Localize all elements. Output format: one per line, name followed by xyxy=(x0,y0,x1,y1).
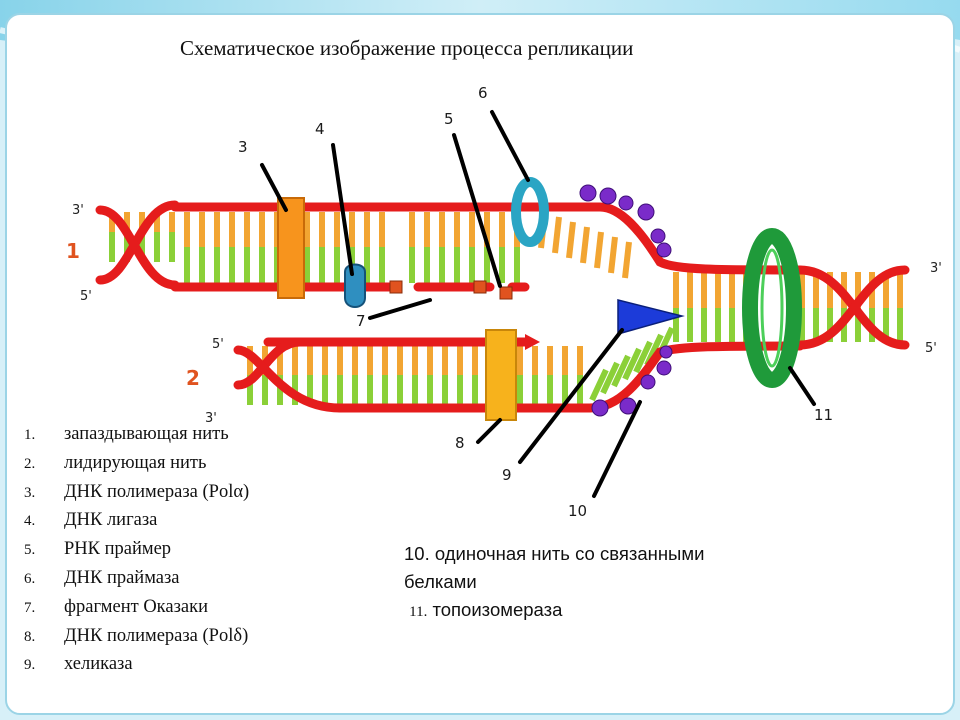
backbone-left-helix-d xyxy=(233,345,345,413)
legend-continued: 10. одиночная нить со связанными белками… xyxy=(404,540,824,626)
rna-primer xyxy=(499,286,513,300)
base-pair-rung xyxy=(611,354,631,388)
backbone-left-helix-c xyxy=(233,337,305,390)
legend-item: 3.ДНК полимераза (Polα) xyxy=(24,481,250,502)
base-pair-rung xyxy=(622,347,642,381)
legend-item: 8.ДНК полимераза (Polδ) xyxy=(24,625,249,646)
strand-label-1: 1 xyxy=(66,239,80,263)
legend-item: 7.фрагмент Оказаки xyxy=(24,596,209,617)
legend-item: 6.ДНК праймаза xyxy=(24,567,180,588)
topoisomerase-inner xyxy=(760,248,784,368)
end-label-left-bot-5: 5' xyxy=(212,337,224,352)
polymerase-alpha-icon xyxy=(277,197,305,299)
ssb-proteins-icon xyxy=(579,184,673,417)
base-pair-rung xyxy=(594,231,604,269)
base-pair-rung xyxy=(589,368,609,402)
callout-6: 6 xyxy=(478,84,488,102)
legend-item-11-text: топоизомераза xyxy=(432,599,563,620)
slide-title: Схематическое изображение процесса репли… xyxy=(180,36,634,60)
callout-3: 3 xyxy=(238,138,248,156)
base-pair-rung xyxy=(633,340,653,374)
legend-item: 9.хеликаза xyxy=(24,654,133,675)
topoisomerase-icon xyxy=(742,228,802,388)
legend-item-10-line1: 10. одиночная нить со связанными xyxy=(404,543,705,564)
rna-primer xyxy=(389,280,403,294)
end-label-right-3: 3' xyxy=(930,261,942,276)
legend-item-10-line2: белками xyxy=(404,571,477,592)
polymerase-delta-icon xyxy=(485,329,517,421)
helicase-icon xyxy=(617,299,685,335)
rna-primer xyxy=(473,280,487,294)
base-pair-rung xyxy=(600,361,620,395)
callout-5: 5 xyxy=(444,110,454,128)
end-label-right-5: 5' xyxy=(925,341,937,356)
backbone-top-strand xyxy=(170,202,805,275)
ligase-icon xyxy=(344,263,366,308)
legend-item: 5.РНК праймер xyxy=(24,539,172,560)
legend-list: 1.запаздывающая нить 2.лидирующая нить 3… xyxy=(24,420,249,679)
base-pair-rung xyxy=(608,236,618,274)
end-label-left-top-3: 3' xyxy=(72,203,84,218)
callout-10: 10 xyxy=(568,502,587,520)
backbone-left-helix-b xyxy=(95,205,180,290)
base-pair-rung xyxy=(566,221,576,259)
callout-4: 4 xyxy=(315,120,325,138)
callout-9: 9 xyxy=(502,466,512,484)
callout-lines xyxy=(260,110,816,498)
leading-strand-arrow xyxy=(525,334,540,350)
end-label-left-top-5: 5' xyxy=(80,289,92,304)
legend-item-11: 11. топоизомераза xyxy=(409,599,563,620)
base-pair-rung xyxy=(580,226,590,264)
strand-label-2: 2 xyxy=(186,366,200,390)
callout-8: 8 xyxy=(455,434,465,452)
backbone-right-helix-b xyxy=(795,265,910,350)
base-pair-rung xyxy=(622,241,632,279)
base-pair-rung xyxy=(552,216,562,254)
callout-11: 11 xyxy=(814,406,833,424)
end-label-left-bot-3: 3' xyxy=(205,411,217,426)
legend-item: 2.лидирующая нить xyxy=(24,452,207,473)
legend-item: 4.ДНК лигаза xyxy=(24,510,158,531)
primase-icon xyxy=(511,177,549,247)
legend-item: 1.запаздывающая нить xyxy=(24,424,229,444)
callout-7: 7 xyxy=(356,312,366,330)
